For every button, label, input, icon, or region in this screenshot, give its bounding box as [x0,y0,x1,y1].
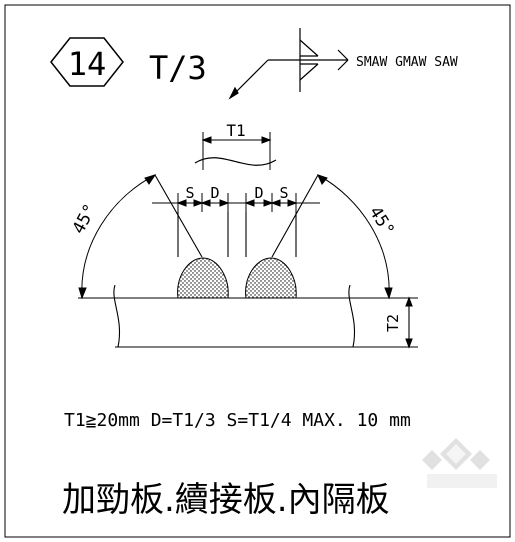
caption-text: 加勁板.續接板.內隔板 [62,480,390,520]
angle-label-right: 45° [365,203,398,240]
detail-code: T/3 [149,49,207,87]
weld-symbol [228,28,349,100]
t2-label: T2 [384,314,402,332]
s-label-left: S [185,184,194,202]
weld-joint-geometry [154,174,319,258]
formula-text: T1≧20mm D=T1/3 S=T1/4 MAX. 10 mm [64,410,411,431]
angle-label-left: 45° [69,201,101,238]
base-plate [78,284,418,349]
detail-hexagon-icon [50,37,124,87]
sd-dimension [152,193,320,212]
t1-dimension [194,132,277,170]
weld-bead-left [177,257,229,299]
s-label-right: S [279,184,288,202]
d-label-right: D [254,184,263,202]
weld-processes-label: SMAW GMAW SAW [356,55,458,70]
weld-bead-right [245,257,297,299]
d-label-left: D [210,184,219,202]
angle-dimensions [78,174,393,300]
zhulong-watermark-logo [422,438,497,488]
t1-label: T1 [226,121,245,140]
drawing-border [4,4,511,538]
detail-number: 14 [68,45,107,83]
